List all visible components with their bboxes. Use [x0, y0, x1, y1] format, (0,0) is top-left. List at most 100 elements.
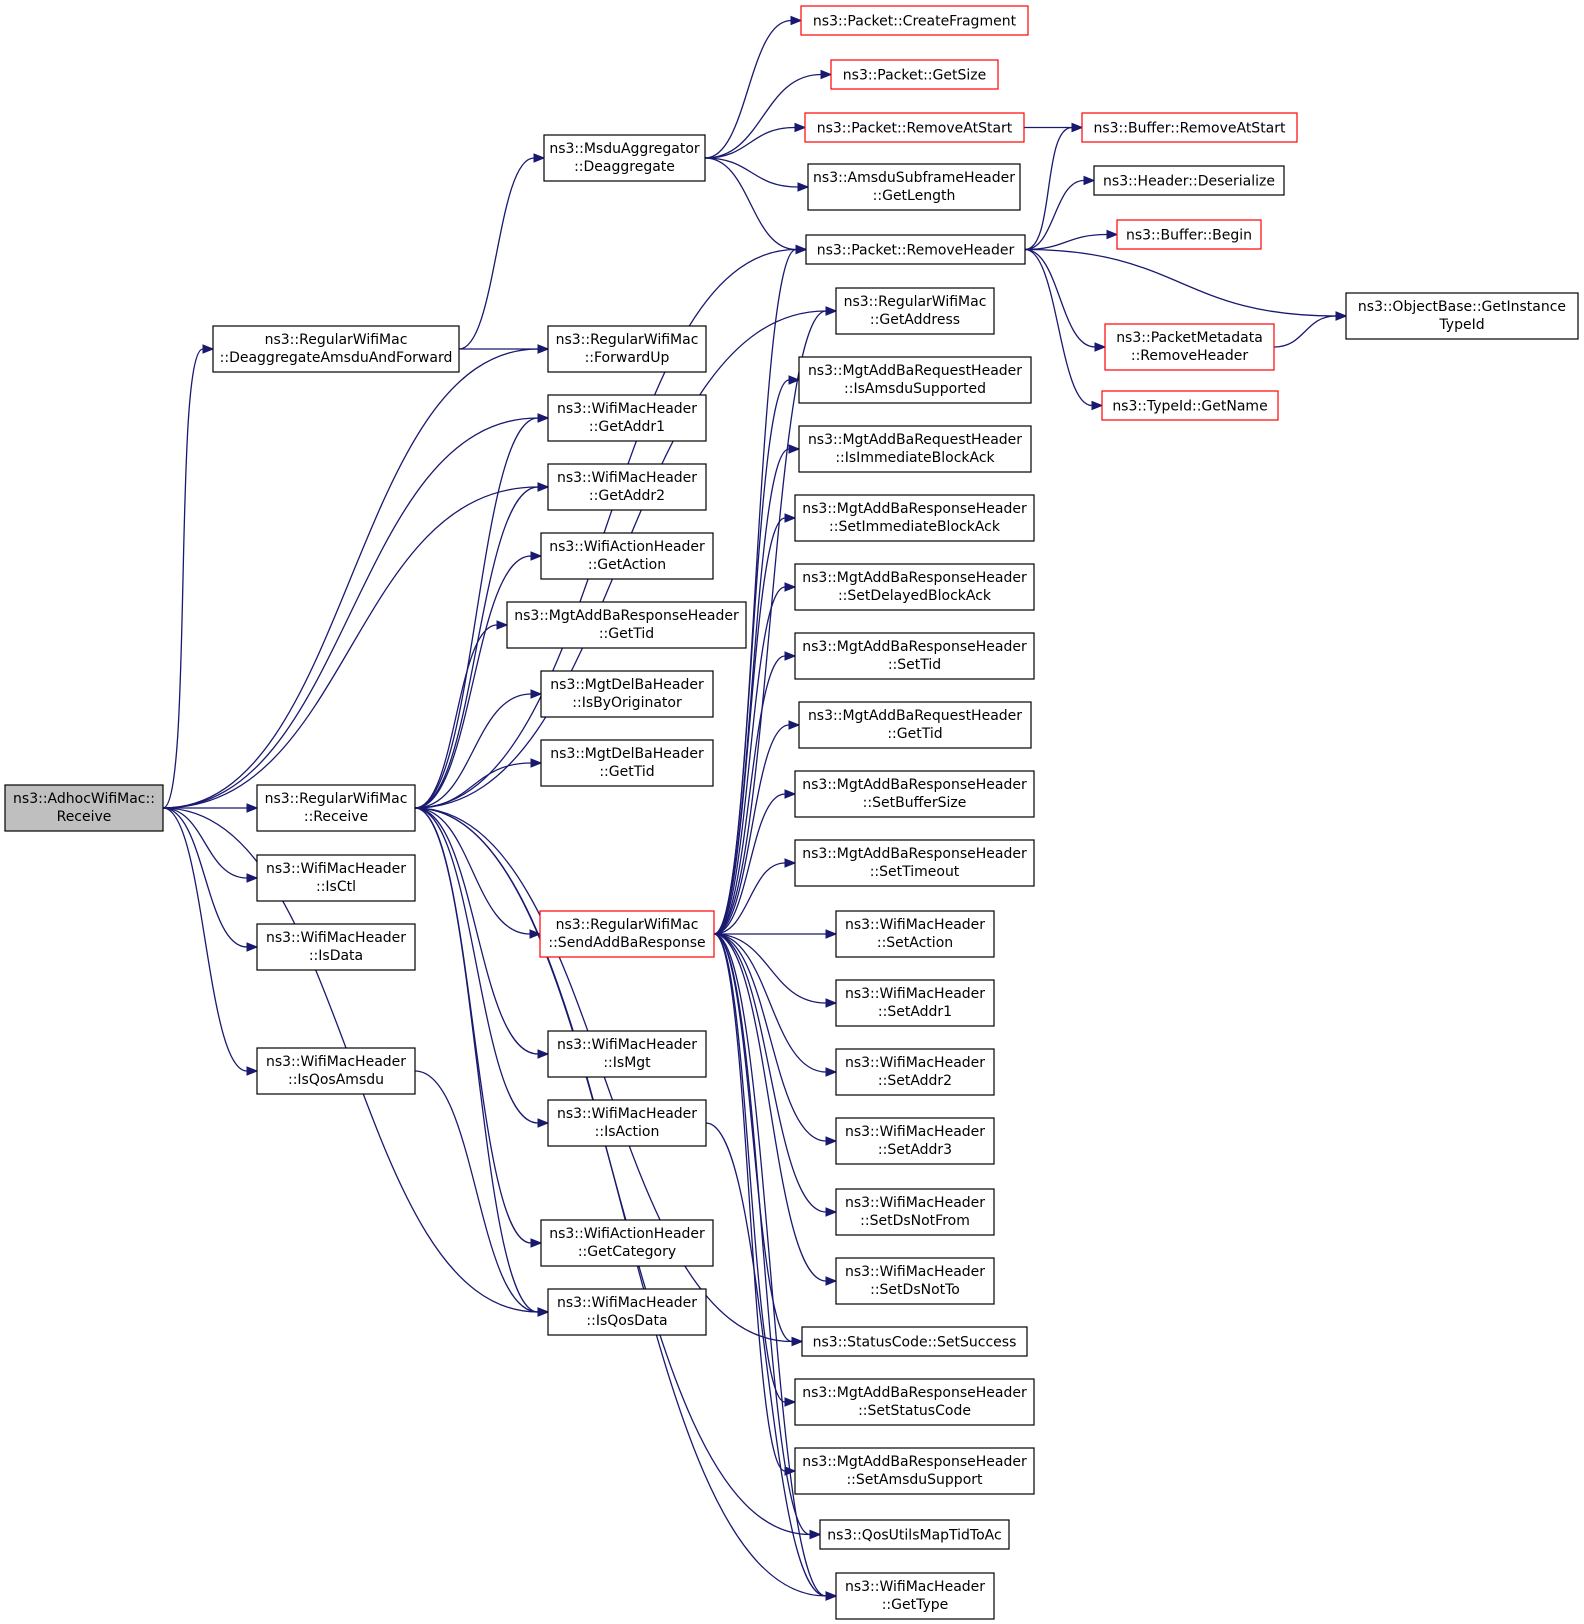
- node-label: ::GetAction: [588, 557, 666, 573]
- node-msdu_deagg[interactable]: ns3::MsduAggregator::Deaggregate: [543, 134, 706, 182]
- node-setaddr2[interactable]: ns3::WifiMacHeader::SetAddr2: [835, 1048, 995, 1096]
- edge-sendaddba-to-req_isamsdu: [713, 379, 790, 935]
- edge-arrowhead: [794, 122, 807, 133]
- node-hdr_deserialize[interactable]: ns3::Header::Deserialize: [1093, 165, 1285, 196]
- node-resp_setimm[interactable]: ns3::MgtAddBaResponseHeader::SetImmediat…: [794, 494, 1035, 542]
- edge-arrowhead: [788, 375, 801, 385]
- node-buf_removeatstart[interactable]: ns3::Buffer::RemoveAtStart: [1081, 112, 1298, 143]
- node-label: ns3::WifiMacHeader: [266, 861, 406, 877]
- node-del_isbyorig[interactable]: ns3::MgtDelBaHeader::IsByOriginator: [540, 670, 714, 718]
- node-resp_setstatus[interactable]: ns3::MgtAddBaResponseHeader::SetStatusCo…: [794, 1378, 1035, 1426]
- node-deagg_fwd[interactable]: ns3::RegularWifiMac::DeaggregateAmsduAnd…: [212, 325, 460, 373]
- edge-arrowhead: [530, 1238, 543, 1248]
- node-label: ::IsAmsduSupported: [844, 381, 986, 397]
- node-resp_settid[interactable]: ns3::MgtAddBaResponseHeader::SetTid: [794, 632, 1035, 680]
- edge-arrowhead: [537, 413, 550, 423]
- edge-arrowhead: [530, 758, 543, 768]
- node-setaction[interactable]: ns3::WifiMacHeader::SetAction: [835, 910, 995, 958]
- node-setdsnotto[interactable]: ns3::WifiMacHeader::SetDsNotTo: [835, 1257, 995, 1305]
- node-box: [256, 854, 416, 902]
- node-label: ns3::WifiMacHeader: [845, 1195, 985, 1211]
- node-isaction[interactable]: ns3::WifiMacHeader::IsAction: [547, 1099, 707, 1147]
- node-del_gettid[interactable]: ns3::MgtDelBaHeader::GetTid: [540, 739, 714, 787]
- node-label: ::SetAction: [877, 935, 953, 951]
- edge-deagg_fwd-to-msdu_deagg: [458, 157, 535, 350]
- node-label: ::SetAmsduSupport: [846, 1472, 983, 1488]
- node-isqosamsdu[interactable]: ns3::WifiMacHeader::IsQosAmsdu: [256, 1047, 416, 1095]
- node-label: ::GetTid: [599, 626, 654, 642]
- node-forwardup[interactable]: ns3::RegularWifiMac::ForwardUp: [547, 325, 707, 373]
- node-resp_gettid[interactable]: ns3::MgtAddBaResponseHeader::GetTid: [506, 601, 747, 649]
- node-setaddr3[interactable]: ns3::WifiMacHeader::SetAddr3: [835, 1117, 995, 1165]
- node-typeid_getname[interactable]: ns3::TypeId::GetName: [1101, 390, 1279, 421]
- node-box: [540, 739, 714, 787]
- node-box: [794, 770, 1035, 818]
- edge-arrowhead: [784, 582, 797, 592]
- node-label: ns3::WifiActionHeader: [549, 539, 705, 555]
- edge-sendaddba-to-resp_setbuf: [713, 793, 786, 935]
- node-label: ns3::WifiActionHeader: [549, 1226, 705, 1242]
- node-label: ns3::RegularWifiMac: [265, 791, 408, 807]
- node-getaddr1[interactable]: ns3::WifiMacHeader::GetAddr1: [547, 394, 707, 442]
- node-getcategory[interactable]: ns3::WifiActionHeader::GetCategory: [540, 1219, 714, 1267]
- node-root: ns3::AdhocWifiMac::Receive: [4, 784, 164, 832]
- node-gettype[interactable]: ns3::WifiMacHeader::GetType: [835, 1572, 995, 1620]
- node-box: [256, 784, 416, 832]
- node-sendaddba[interactable]: ns3::RegularWifiMac::SendAddBaResponse: [539, 910, 715, 958]
- edge-rwm_receive-to-getaction: [414, 555, 532, 809]
- node-rwm_receive[interactable]: ns3::RegularWifiMac::Receive: [256, 784, 416, 832]
- node-label: ns3::MgtDelBaHeader: [550, 677, 704, 693]
- node-isqosdata[interactable]: ns3::WifiMacHeader::IsQosData: [547, 1288, 707, 1336]
- node-box: [798, 356, 1032, 404]
- node-createfragment[interactable]: ns3::Packet::CreateFragment: [800, 5, 1029, 36]
- node-resp_setamsdu[interactable]: ns3::MgtAddBaResponseHeader::SetAmsduSup…: [794, 1447, 1035, 1495]
- node-req_isamsdu[interactable]: ns3::MgtAddBaRequestHeader::IsAmsduSuppo…: [798, 356, 1032, 404]
- node-pm_removeheader[interactable]: ns3::PacketMetadata::RemoveHeader: [1104, 323, 1275, 371]
- node-box: [540, 1219, 714, 1267]
- node-getaddr2[interactable]: ns3::WifiMacHeader::GetAddr2: [547, 463, 707, 511]
- node-label: ::SetBufferSize: [863, 795, 967, 811]
- node-req_gettid[interactable]: ns3::MgtAddBaRequestHeader::GetTid: [798, 701, 1032, 749]
- node-label: ::SetAddr1: [878, 1004, 952, 1020]
- edge-msdu_deagg-to-createfragment: [704, 19, 792, 159]
- node-label: ns3::WifiMacHeader: [557, 1295, 697, 1311]
- edge-arrowhead: [788, 720, 801, 730]
- node-resp_settimeout[interactable]: ns3::MgtAddBaResponseHeader::SetTimeout: [794, 839, 1035, 887]
- node-buf_begin[interactable]: ns3::Buffer::Begin: [1116, 219, 1262, 250]
- node-label: ns3::QosUtilsMapTidToAc: [827, 1528, 1001, 1544]
- node-resp_setbuf[interactable]: ns3::MgtAddBaResponseHeader::SetBufferSi…: [794, 770, 1035, 818]
- edge-arrowhead: [784, 789, 797, 799]
- node-setsuccess[interactable]: ns3::StatusCode::SetSuccess: [801, 1326, 1028, 1357]
- node-getaddress[interactable]: ns3::RegularWifiMac::GetAddress: [835, 287, 995, 335]
- node-label: ns3::StatusCode::SetSuccess: [813, 1335, 1017, 1351]
- node-isdata[interactable]: ns3::WifiMacHeader::IsData: [256, 923, 416, 971]
- node-qosmaptid[interactable]: ns3::QosUtilsMapTidToAc: [819, 1519, 1010, 1550]
- edge-msdu_deagg-to-amsdu_getlength: [704, 157, 799, 188]
- node-box: [1093, 165, 1285, 196]
- node-ismgt[interactable]: ns3::WifiMacHeader::IsMgt: [547, 1030, 707, 1078]
- node-label: ns3::WifiMacHeader: [845, 1579, 985, 1595]
- node-getaction[interactable]: ns3::WifiActionHeader::GetAction: [540, 532, 714, 580]
- node-label: ::IsData: [309, 948, 363, 964]
- edge-arrowhead: [537, 1307, 550, 1317]
- node-isctl[interactable]: ns3::WifiMacHeader::IsCtl: [256, 854, 416, 902]
- edge-sendaddba-to-gettype: [713, 933, 827, 1597]
- node-amsdu_getlength[interactable]: ns3::AmsduSubframeHeader::GetLength: [807, 163, 1021, 211]
- node-removeheader[interactable]: ns3::Packet::RemoveHeader: [805, 234, 1026, 265]
- node-resp_setdelayed[interactable]: ns3::MgtAddBaResponseHeader::SetDelayedB…: [794, 563, 1035, 611]
- edge-root-to-deagg_fwd: [162, 348, 204, 809]
- node-removeatstart[interactable]: ns3::Packet::RemoveAtStart: [804, 112, 1025, 143]
- node-box: [256, 1047, 416, 1095]
- node-getsize[interactable]: ns3::Packet::GetSize: [830, 59, 999, 90]
- node-label: ns3::Packet::RemoveHeader: [817, 243, 1015, 259]
- edge-arrowhead: [784, 1397, 797, 1407]
- edge-sendaddba-to-setaddr3: [713, 933, 827, 1142]
- node-setdsnotfrom[interactable]: ns3::WifiMacHeader::SetDsNotFrom: [835, 1188, 995, 1236]
- node-label: ::GetTid: [887, 726, 942, 742]
- node-req_isimm[interactable]: ns3::MgtAddBaRequestHeader::IsImmediateB…: [798, 425, 1032, 473]
- edge-msdu_deagg-to-removeatstart: [704, 126, 796, 159]
- edge-arrowhead: [825, 1067, 838, 1077]
- node-setaddr1[interactable]: ns3::WifiMacHeader::SetAddr1: [835, 979, 995, 1027]
- edge-isaction-to-gettype: [705, 1122, 827, 1597]
